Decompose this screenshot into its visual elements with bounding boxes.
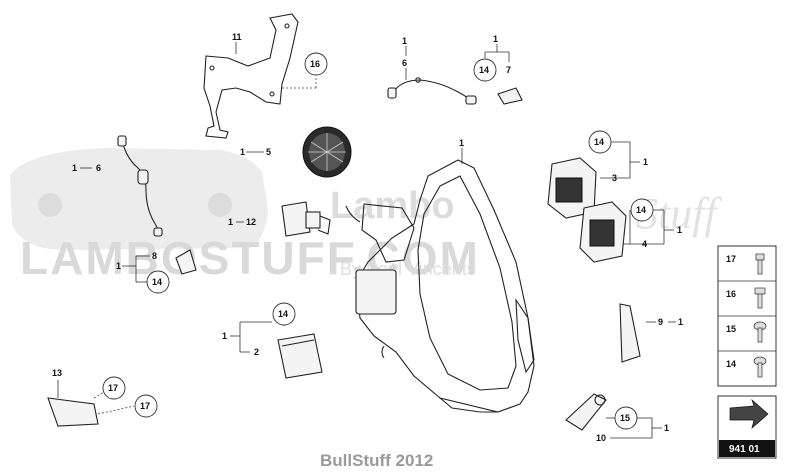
legend-item-15: 15: [726, 324, 736, 334]
callout-7: 7: [506, 65, 511, 75]
legend-item-17: 17: [726, 254, 736, 264]
callout-14-part-4: 14: [636, 205, 646, 215]
legend-item-16: 16: [726, 289, 736, 299]
part-7-clip: [497, 87, 523, 105]
callout-1-part-2: 1: [222, 331, 227, 341]
callout-1-part-12: 1: [228, 217, 233, 227]
part-8-connector: [175, 249, 197, 275]
footer-credit: BullStuff 2012: [320, 451, 433, 470]
part-9-lens: [619, 303, 641, 363]
callout-1-part-4: 1: [677, 225, 682, 235]
part-10-motor: [565, 393, 607, 431]
callout-1-headlamp: 1: [459, 138, 464, 148]
fastener-legend: 17 16 15 14: [717, 245, 777, 387]
callout-14-part-7: 14: [479, 65, 489, 75]
diagram-code: 941 01: [729, 444, 760, 455]
callout-16-circle: 16: [310, 59, 320, 69]
callout-3: 3: [612, 173, 617, 183]
part-4-module: [579, 201, 627, 263]
callout-6-left: 6: [96, 163, 101, 173]
part-2-control-unit: [277, 333, 323, 379]
callout-14-part-8: 14: [152, 277, 162, 287]
callout-1-left-sensor: 1: [72, 163, 77, 173]
part-5-grommet: [302, 126, 352, 178]
callout-5: 5: [266, 147, 271, 157]
callout-1-top-sensor: 1: [402, 36, 407, 46]
callout-1-part-8: 1: [116, 261, 121, 271]
callout-9: 9: [658, 317, 663, 327]
callout-4: 4: [642, 239, 647, 249]
screw-17-icon: [755, 253, 765, 275]
callout-1-part-7: 1: [493, 34, 498, 44]
watermark-site: LAMBOSTUFF.COM: [20, 232, 480, 284]
part-1-headlamp-assembly: [345, 159, 535, 413]
callout-8: 8: [152, 251, 157, 261]
watermark-brand: Lambo: [330, 185, 455, 227]
screw-16-icon: [754, 287, 766, 309]
legend-item-14: 14: [726, 359, 736, 369]
screw-15-icon: [753, 321, 767, 343]
diagram-code-box: 941 01: [717, 395, 777, 459]
callout-14-part-3: 14: [594, 137, 604, 147]
callout-6-top: 6: [402, 58, 407, 68]
watermark: Lambo Stuff LAMBOSTUFF.COM By Paul Vince…: [10, 148, 722, 284]
callout-1-part-9: 1: [678, 317, 683, 327]
part-13-side-marker: [47, 397, 99, 427]
callout-15-circle: 15: [620, 413, 630, 423]
part-6-left-sensor: [117, 135, 163, 237]
watermark-car-silhouette: [10, 148, 268, 250]
callout-1-part-3: 1: [643, 157, 648, 167]
callout-14-part-2: 14: [278, 309, 288, 319]
part-12-bulb: [281, 201, 331, 237]
callout-2: 2: [254, 347, 259, 357]
part-6-top-sensor: [387, 77, 477, 105]
arrow-icon: [729, 398, 769, 429]
callout-17-circle-a: 17: [108, 383, 118, 393]
callout-1-part-5: 1: [240, 147, 245, 157]
callout-12: 12: [246, 217, 256, 227]
part-11-bracket: [203, 13, 299, 139]
callout-10: 10: [596, 433, 606, 443]
callout-13: 13: [52, 368, 62, 378]
screw-14-icon: [753, 356, 767, 378]
callout-11: 11: [232, 32, 242, 42]
callout-17-circle-b: 17: [140, 401, 150, 411]
callout-1-part-10: 1: [664, 423, 669, 433]
